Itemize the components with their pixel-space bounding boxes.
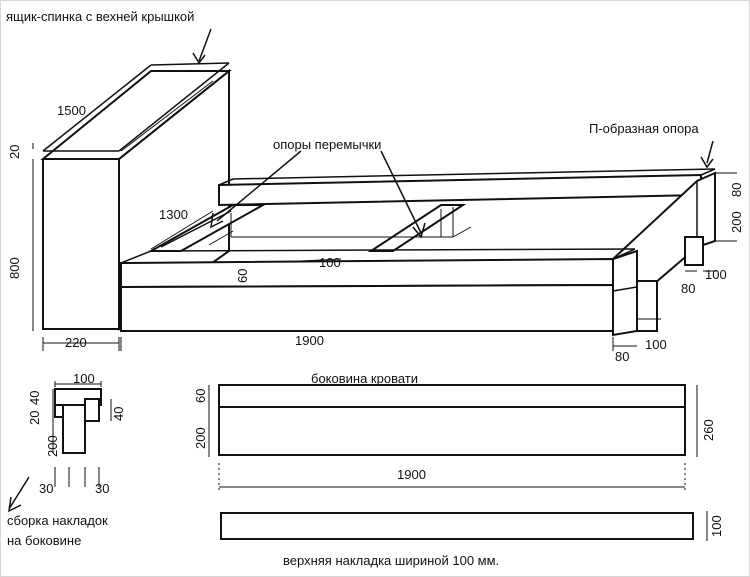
dim-headboard-top: 20 [7,145,22,159]
dim-leg-back-d: 100 [705,267,727,282]
dim-detail-40-left: 40 [27,391,42,405]
dim-side-bottom: 200 [193,427,208,449]
front-rail [120,248,636,332]
side-board-detail [208,384,698,493]
dim-u-height: 200 [729,211,744,233]
dim-detail-30-right: 30 [95,481,109,496]
dim-inner-width: 1300 [159,207,188,222]
dim-side-length: 1900 [397,467,426,482]
bridge-supports-label: опоры перемычки [273,137,381,152]
back-rail [218,168,716,207]
dim-side-top: 60 [193,389,208,403]
dimension-lines [32,143,737,351]
pointer-arrows [192,28,714,239]
dim-detail-width: 100 [73,371,95,386]
dim-leg-front-w: 80 [615,349,629,364]
dim-leg-back-w: 80 [681,281,695,296]
dim-headboard-depth: 220 [65,335,87,350]
dim-detail-40-right: 40 [111,407,126,421]
dim-frame-length: 1900 [295,333,324,348]
dim-side-total: 260 [701,419,716,441]
dim-bar-height: 60 [235,269,250,283]
top-strip-detail [220,511,708,541]
dim-headboard-height: 800 [7,257,22,279]
dim-leg-front-d: 100 [645,337,667,352]
dim-detail-200: 200 [45,435,60,457]
top-strip-label: верхняя накладка шириной 100 мм. [283,553,499,568]
dim-detail-30-left: 30 [39,481,53,496]
dim-headboard-width: 1500 [57,103,86,118]
bridge-supports [147,204,472,252]
front-leg [612,249,638,337]
assembly-label-line2: на боковине [7,533,81,548]
dim-u-top: 80 [729,183,744,197]
dim-bar-width: 100 [319,255,341,270]
u-support-label: П-образная опора [589,121,699,136]
headboard-label: ящик-спинка с вехней крышкой [6,9,194,24]
overlay-assembly-detail [8,381,112,513]
assembly-label-line1: сборка накладок [7,513,108,528]
dim-detail-20: 20 [27,411,42,425]
dim-strip-width: 100 [709,515,724,537]
bed-side-label: боковина кровати [311,371,418,386]
